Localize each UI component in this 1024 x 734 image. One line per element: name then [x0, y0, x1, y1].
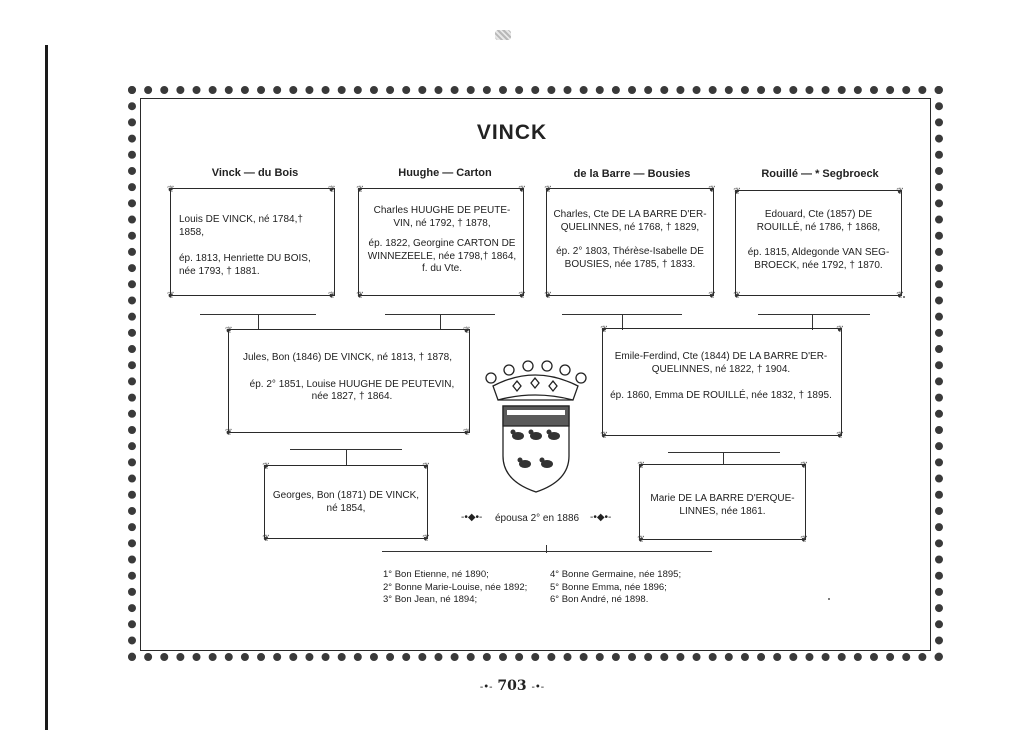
parent-text: Emile-Ferdind, Cte (1844) DE LA BARRE D'…	[614, 351, 828, 375]
grandparent-marriage-text: ép. 1822, Georgine CARTON DE WINNEZEELE,…	[367, 238, 517, 274]
page-number-value: 703	[497, 678, 527, 694]
margin-rule	[45, 45, 48, 730]
grandparent-marriage-text: ép. 2° 1803, Thérèse-Isabelle DE BOUSIES…	[556, 246, 704, 270]
inner-border	[140, 98, 931, 651]
bracket-stem	[723, 452, 725, 464]
parent-box-vinck: ❦ ❦ ❦ ❦ Jules, Bon (1846) DE VINCK, né 181…	[225, 325, 471, 437]
corner-ornament-icon: ❦	[422, 461, 430, 471]
corner-ornament-icon: ❦	[356, 184, 364, 194]
husband-text: Georges, Bon (1871) DE VINCK, né 1854,	[272, 490, 420, 514]
corner-ornament-icon: ❦	[225, 427, 233, 437]
husband-box: ❦ ❦ ❦ ❦ Georges, Bon (1871) DE VINCK, né 1…	[262, 461, 430, 543]
page-number-ornament: -•-	[531, 682, 545, 693]
corner-ornament-icon: ❦	[836, 324, 844, 334]
parent-text: Jules, Bon (1846) DE VINCK, né 1813, † 1…	[243, 352, 453, 363]
corner-ornament-icon: ❦	[463, 427, 471, 437]
marriage-ornament-icon: -•◆•-	[461, 512, 483, 523]
grandparent-box-rouille: ❦ ❦ ❦ ❦ Edouard, Cte (1857) DE ROUILLÉ, né…	[733, 186, 904, 300]
bracket-stem	[346, 449, 348, 465]
grandparent-box-barre: ❦ ❦ ❦ ❦ Charles, Cte DE LA BARRE D'ER-QUEL…	[544, 184, 716, 300]
bracket-stem	[440, 314, 442, 330]
speck	[903, 296, 905, 298]
column-heading-rouille: Rouillé — * Segbroeck	[761, 168, 879, 180]
grandparent-box-huughe: ❦ ❦ ❦ ❦ Charles HUUGHE DE PEUTE-VIN, né 17…	[356, 184, 526, 300]
corner-ornament-icon: ❦	[167, 290, 175, 300]
corner-ornament-icon: ❦	[167, 184, 175, 194]
grandparent-marriage-text: ép. 1815, Aldegonde VAN SEG-BROECK, née …	[747, 247, 890, 271]
children-list-right: 4° Bonne Germaine, née 1895; 5° Bonne Em…	[550, 569, 681, 607]
child-entry: 6° Bon André, né 1898.	[550, 594, 649, 605]
corner-ornament-icon: ❦	[896, 290, 904, 300]
page-number: -•- 703 -•-	[0, 678, 1024, 694]
corner-ornament-icon: ❦	[262, 533, 270, 543]
corner-ornament-icon: ❦	[896, 186, 904, 196]
wife-text: Marie DE LA BARRE D'ERQUE-LINNES, née 18…	[650, 493, 795, 517]
corner-ornament-icon: ❦	[708, 290, 716, 300]
corner-ornament-icon: ❦	[733, 186, 741, 196]
column-heading-barre: de la Barre — Bousies	[573, 168, 691, 180]
corner-ornament-icon: ❦	[328, 290, 336, 300]
speck	[828, 598, 830, 600]
corner-ornament-icon: ❦	[600, 324, 608, 334]
bracket-stem	[258, 314, 260, 330]
child-entry: 1° Bon Etienne, né 1890;	[383, 569, 489, 580]
bracket-stem	[812, 314, 814, 330]
children-list-left: 1° Bon Etienne, né 1890; 2° Bonne Marie-…	[383, 569, 527, 607]
corner-ornament-icon: ❦	[544, 290, 552, 300]
corner-ornament-icon: ❦	[225, 325, 233, 335]
page-number-ornament: -•-	[479, 682, 493, 693]
coronet-icon	[485, 360, 587, 401]
corner-ornament-icon: ❦	[637, 534, 645, 544]
page-title: VINCK	[476, 121, 548, 144]
corner-ornament-icon: ❦	[463, 325, 471, 335]
corner-ornament-icon: ❦	[544, 184, 552, 194]
grandparent-text: Charles HUUGHE DE PEUTE-VIN, né 1792, † …	[373, 205, 511, 229]
parent-marriage-text: ép. 2° 1851, Louise HUUGHE DE PEUTEVIN, …	[249, 378, 455, 403]
corner-ornament-icon: ❦	[422, 533, 430, 543]
parent-box-barre: ❦ ❦ ❦ ❦ Emile-Ferdind, Cte (1844) DE LA BA…	[600, 324, 844, 440]
corner-ornament-icon: ❦	[800, 534, 808, 544]
grandparent-text: Edouard, Cte (1857) DE ROUILLÉ, né 1786,…	[756, 209, 881, 233]
children-bracket-stem	[546, 545, 548, 553]
coat-of-arms-icon	[485, 360, 587, 493]
corner-ornament-icon: ❦	[800, 460, 808, 470]
grandparent-text: Louis DE VINCK, né 1784,† 1858,	[179, 214, 303, 238]
corner-ornament-icon: ❦	[518, 184, 526, 194]
bracket-stem	[622, 314, 624, 330]
ornamental-border	[128, 86, 943, 661]
bracket-line	[758, 314, 870, 316]
column-heading-huughe: Huughe — Carton	[398, 167, 492, 179]
grandparent-text: Charles, Cte DE LA BARRE D'ER-QUELINNES,…	[553, 209, 707, 233]
grandparent-marriage-text: ép. 1813, Henriette DU BOIS, née 1793, †…	[179, 253, 311, 277]
corner-ornament-icon: ❦	[356, 290, 364, 300]
smudge-mark	[495, 30, 511, 40]
child-entry: 4° Bonne Germaine, née 1895;	[550, 569, 682, 580]
child-entry: 2° Bonne Marie-Louise, née 1892;	[383, 581, 528, 593]
parent-marriage-text: ép. 1860, Emma DE ROUILLÉ, née 1832, † 1…	[610, 390, 832, 401]
child-entry: 5° Bonne Emma, née 1896;	[550, 581, 667, 593]
corner-ornament-icon: ❦	[262, 461, 270, 471]
wife-box: ❦ ❦ ❦ ❦ Marie DE LA BARRE D'ERQUE-LINNES, …	[637, 460, 808, 544]
corner-ornament-icon: ❦	[518, 290, 526, 300]
corner-ornament-icon: ❦	[637, 460, 645, 470]
corner-ornament-icon: ❦	[708, 184, 716, 194]
corner-ornament-icon: ❦	[600, 430, 608, 440]
corner-ornament-icon: ❦	[328, 184, 336, 194]
grandparent-box-vinck: ❦ ❦ ❦ ❦ Louis DE VINCK, né 1784,† 1858, ép…	[167, 184, 336, 300]
column-heading-vinck: Vinck — du Bois	[211, 167, 299, 179]
child-entry: 3° Bon Jean, né 1894;	[383, 594, 478, 605]
marriage-ornament-icon: -•◆•-	[590, 512, 612, 523]
marriage-text: épousa 2° en 1886	[495, 513, 580, 524]
corner-ornament-icon: ❦	[733, 290, 741, 300]
corner-ornament-icon: ❦	[836, 430, 844, 440]
